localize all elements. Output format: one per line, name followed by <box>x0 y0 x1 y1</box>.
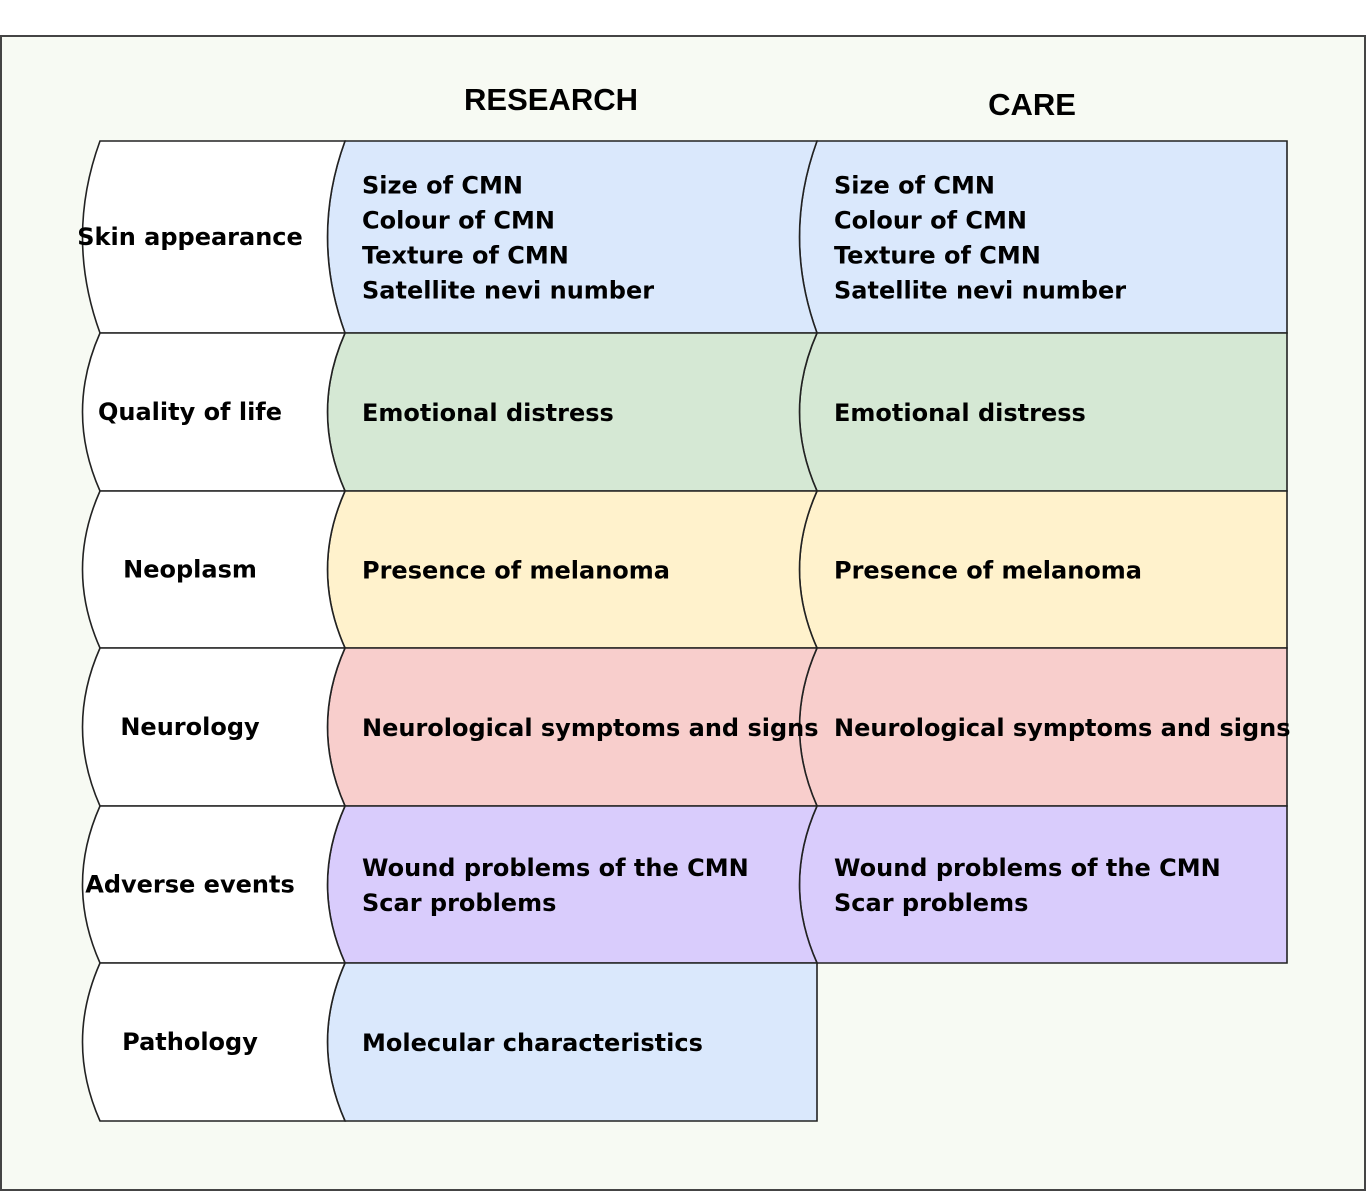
row-label: Pathology <box>122 1028 258 1056</box>
research-text-line: Emotional distress <box>362 399 614 427</box>
row-pathology: Pathology Molecular characteristics <box>81 962 818 1122</box>
research-text-line: Size of CMN <box>362 172 523 200</box>
row-neurology: Neurology Neurological symptoms and signs… <box>81 647 1291 807</box>
row-label: Neoplasm <box>123 556 257 584</box>
row-label: Quality of life <box>98 398 282 426</box>
row-label: Skin appearance <box>77 223 303 251</box>
research-cell <box>326 805 819 964</box>
row-adverse-events: Adverse events Wound problems of the CMN S… <box>81 805 1288 964</box>
care-text-line: Neurological symptoms and signs <box>834 714 1291 742</box>
row-quality-of-life: Quality of life Emotional distress Emotion… <box>81 332 1288 492</box>
care-text-line: Colour of CMN <box>834 207 1027 235</box>
care-cell <box>798 805 1288 964</box>
care-text-line: Texture of CMN <box>834 242 1041 270</box>
research-text-line: Texture of CMN <box>362 242 569 270</box>
research-text-line: Scar problems <box>362 889 556 917</box>
research-text-line: Colour of CMN <box>362 207 555 235</box>
research-text-line: Neurological symptoms and signs <box>362 714 819 742</box>
research-text-line: Presence of melanoma <box>362 557 670 585</box>
row-skin-appearance: Skin appearance Size of CMN Colour of CMN T… <box>77 140 1288 334</box>
header-care: CARE <box>988 87 1076 122</box>
care-text-line: Satellite nevi number <box>834 277 1126 305</box>
research-text-line: Molecular characteristics <box>362 1029 703 1057</box>
care-text-line: Size of CMN <box>834 172 995 200</box>
rows-layer: Skin appearance Size of CMN Colour of CMN T… <box>77 140 1291 1122</box>
care-text-line: Emotional distress <box>834 399 1086 427</box>
row-label: Adverse events <box>85 871 294 899</box>
label-cell <box>81 962 347 1122</box>
care-text-line: Wound problems of the CMN <box>834 854 1221 882</box>
header-research: RESEARCH <box>464 82 638 117</box>
row-neoplasm: Neoplasm Presence of melanoma Presence of … <box>81 490 1288 649</box>
research-text-line: Satellite nevi number <box>362 277 654 305</box>
row-label: Neurology <box>120 713 260 741</box>
research-text-line: Wound problems of the CMN <box>362 854 749 882</box>
care-text-line: Presence of melanoma <box>834 557 1142 585</box>
care-text-line: Scar problems <box>834 889 1028 917</box>
